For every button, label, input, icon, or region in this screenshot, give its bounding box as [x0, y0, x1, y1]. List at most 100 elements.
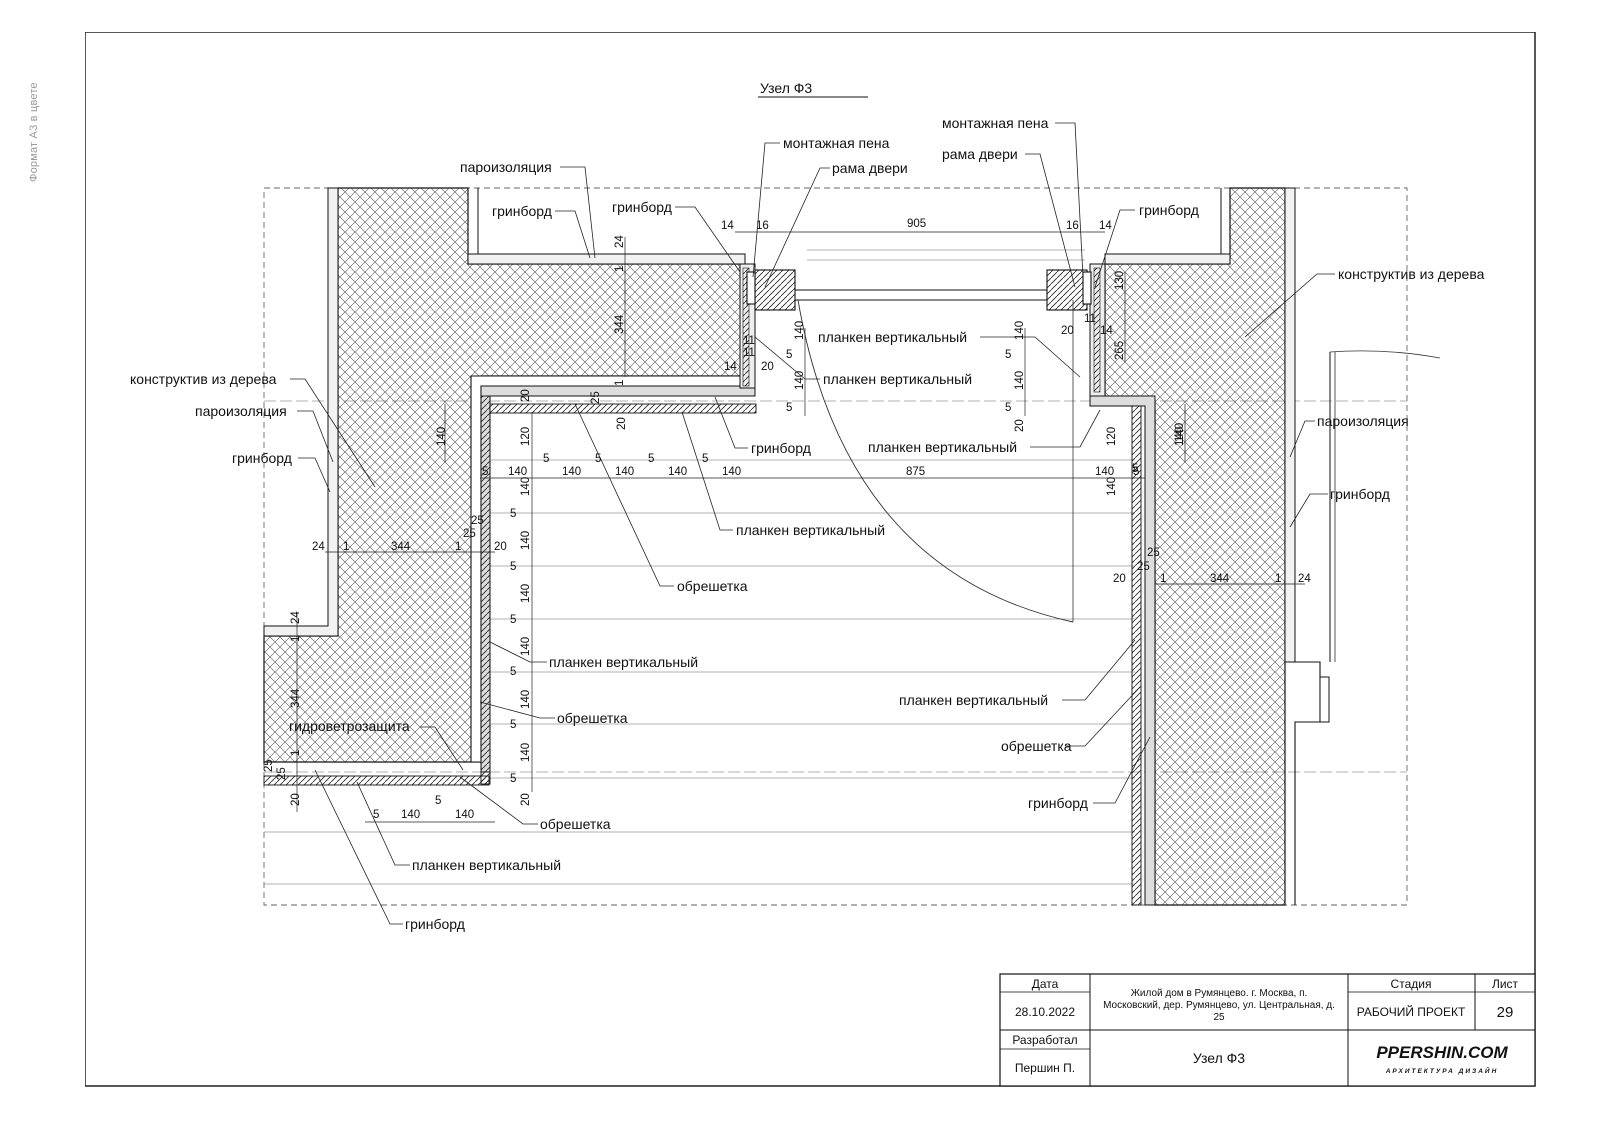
- date-label: Дата: [1032, 977, 1059, 991]
- drawing-sheet: Узел Ф3: [85, 32, 1536, 1087]
- label-wood-right: конструктив из дерева: [1338, 266, 1485, 282]
- date-value: 28.10.2022: [1015, 1005, 1075, 1019]
- svg-text:1: 1: [1160, 573, 1166, 585]
- svg-text:14: 14: [1100, 325, 1113, 337]
- svg-text:1: 1: [290, 750, 302, 756]
- cladding-right: [1089, 395, 1156, 906]
- svg-text:5: 5: [786, 349, 792, 361]
- svg-text:11: 11: [1084, 313, 1096, 325]
- door-swing-arc: [797, 299, 1074, 623]
- label-plank-1: планкен вертикальный: [818, 329, 967, 345]
- greenboard-layer-left: [263, 187, 339, 637]
- stage-value: РАБОЧИЙ ПРОЕКТ: [1357, 1004, 1466, 1019]
- svg-text:140: 140: [722, 466, 741, 478]
- label-greenboard-left: гринборд: [232, 450, 292, 466]
- label-plank-3: планкен вертикальный: [868, 439, 1017, 455]
- svg-text:140: 140: [1014, 371, 1026, 390]
- label-wood-left: конструктив из дерева: [130, 371, 277, 387]
- svg-text:1: 1: [614, 380, 626, 386]
- svg-text:140: 140: [1014, 321, 1026, 340]
- svg-text:16: 16: [1066, 220, 1079, 232]
- stage-label: Стадия: [1391, 977, 1432, 991]
- svg-text:14: 14: [721, 220, 734, 232]
- svg-text:140: 140: [401, 809, 420, 821]
- label-plank-4: планкен вертикальный: [736, 522, 885, 538]
- svg-text:5: 5: [510, 773, 516, 785]
- svg-text:25: 25: [1147, 547, 1160, 559]
- svg-text:344: 344: [1210, 573, 1230, 585]
- brand-logo: PPERSHIN.COM: [1376, 1043, 1508, 1062]
- label-plank-5: планкен вертикальный: [549, 654, 698, 670]
- label-plank-6: планкен вертикальный: [412, 857, 561, 873]
- label-greenboard-6: гринборд: [1028, 795, 1088, 811]
- svg-text:1: 1: [290, 636, 302, 642]
- leader-lines: [290, 122, 1335, 925]
- svg-text:20: 20: [1113, 573, 1126, 585]
- svg-text:20: 20: [616, 417, 628, 430]
- svg-text:20: 20: [520, 389, 532, 402]
- block-drawing-title: Узел Ф3: [1193, 1050, 1245, 1066]
- svg-text:5: 5: [510, 561, 516, 573]
- planken-left-bottom: [263, 775, 490, 786]
- svg-text:130: 130: [1114, 271, 1126, 290]
- svg-text:140: 140: [794, 321, 806, 340]
- dimension-lines: [296, 231, 1305, 823]
- label-vapor-right: пароизоляция: [1317, 413, 1409, 429]
- svg-text:16: 16: [756, 220, 769, 232]
- planken-top-left: [489, 403, 757, 414]
- label-greenboard-right: гринборд: [1330, 486, 1390, 502]
- svg-text:140: 140: [615, 466, 634, 478]
- svg-text:265: 265: [1114, 341, 1126, 360]
- svg-text:5: 5: [648, 453, 654, 465]
- svg-text:5: 5: [510, 666, 516, 678]
- label-frame-left: рама двери: [832, 160, 908, 176]
- svg-text:24: 24: [1298, 573, 1311, 585]
- svg-text:24: 24: [312, 541, 325, 553]
- svg-text:140: 140: [520, 637, 532, 656]
- svg-text:1: 1: [343, 541, 349, 553]
- label-lathing-1: обрешетка: [677, 578, 748, 594]
- svg-text:5: 5: [373, 809, 379, 821]
- planken-left-vertical: [480, 395, 491, 785]
- svg-text:140: 140: [520, 584, 532, 603]
- label-plank-7: планкен вертикальный: [899, 692, 1048, 708]
- title-block: Дата 28.10.2022 Разработал Першин П. Жил…: [999, 973, 1536, 1087]
- svg-text:140: 140: [668, 466, 687, 478]
- svg-text:905: 905: [907, 218, 926, 230]
- svg-text:140: 140: [1174, 423, 1186, 442]
- svg-text:14: 14: [724, 361, 737, 373]
- svg-text:20: 20: [761, 361, 774, 373]
- label-frame-right: рама двери: [942, 146, 1018, 162]
- svg-text:5: 5: [510, 508, 516, 520]
- svg-text:140: 140: [1106, 477, 1118, 496]
- svg-text:24: 24: [290, 611, 302, 624]
- svg-text:25: 25: [276, 767, 288, 780]
- svg-text:5: 5: [595, 453, 601, 465]
- svg-text:140: 140: [455, 809, 474, 821]
- label-lathing-2: обрешетка: [557, 710, 628, 726]
- svg-text:140: 140: [520, 477, 532, 496]
- svg-text:140: 140: [1095, 466, 1114, 478]
- svg-text:1: 1: [1275, 573, 1281, 585]
- svg-text:1: 1: [614, 266, 626, 272]
- dimension-labels: 14 16 905 16 14 24 1 344 1 25 20 140 5 1…: [263, 218, 1311, 821]
- label-greenboard-1: гринборд: [492, 203, 552, 219]
- svg-text:140: 140: [520, 531, 532, 550]
- project-line-2: Московский, дер. Румянцево, ул. Централь…: [1103, 1000, 1335, 1011]
- label-greenboard-5: гринборд: [405, 916, 465, 932]
- label-vapor-top: пароизоляция: [460, 159, 552, 175]
- svg-text:5: 5: [510, 719, 516, 731]
- svg-text:25: 25: [590, 391, 602, 404]
- svg-text:120: 120: [520, 427, 532, 446]
- drawing-title: Узел Ф3: [760, 80, 812, 96]
- label-vapor-left: пароизоляция: [195, 403, 287, 419]
- section-boundary: [263, 187, 1408, 906]
- svg-text:14: 14: [1099, 220, 1112, 232]
- guide-lines: [264, 249, 1407, 885]
- label-lathing-3: обрешетка: [540, 816, 611, 832]
- svg-text:140: 140: [508, 466, 527, 478]
- sheet-value: 29: [1497, 1004, 1514, 1021]
- svg-text:25: 25: [471, 515, 484, 527]
- planken-right-vertical: [1131, 405, 1142, 906]
- sheet-border: [85, 32, 1536, 1087]
